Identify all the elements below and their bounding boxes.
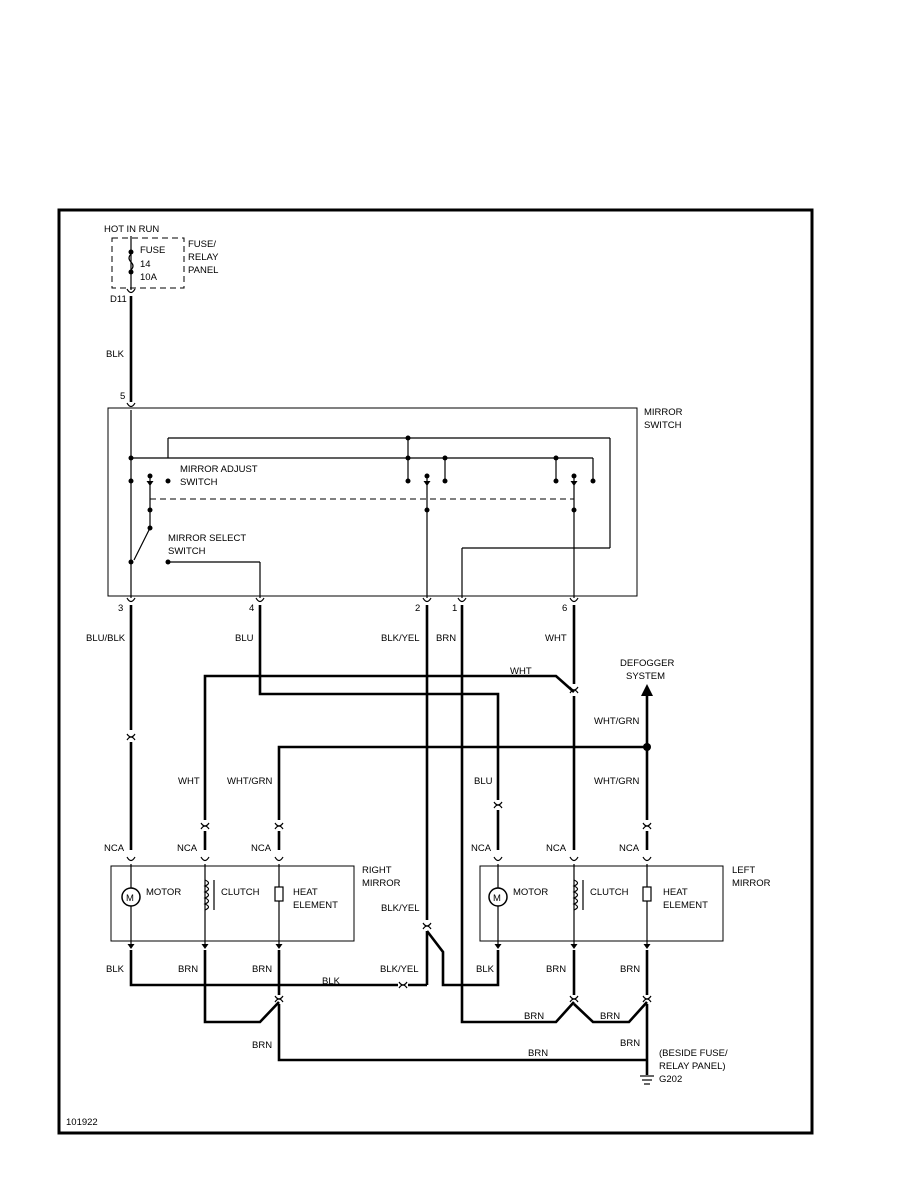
svg-text:BLU: BLU	[235, 633, 254, 644]
svg-text:SWITCH: SWITCH	[180, 477, 218, 488]
svg-text:G202: G202	[659, 1074, 682, 1085]
svg-text:3: 3	[118, 603, 123, 614]
svg-text:LEFT: LEFT	[732, 865, 755, 876]
svg-text:ELEMENT: ELEMENT	[293, 900, 338, 911]
svg-text:RIGHT: RIGHT	[362, 865, 392, 876]
svg-text:BLU/BLK: BLU/BLK	[86, 633, 126, 644]
svg-text:M: M	[126, 893, 134, 904]
svg-text:MIRROR: MIRROR	[362, 878, 401, 889]
left-heat-element-icon	[642, 886, 652, 902]
svg-text:RELAY: RELAY	[188, 252, 219, 263]
svg-text:WHT: WHT	[510, 666, 532, 677]
svg-text:SYSTEM: SYSTEM	[626, 671, 665, 682]
svg-text:MIRROR: MIRROR	[644, 407, 683, 418]
svg-text:1: 1	[452, 603, 457, 614]
right-clutch-coil-icon	[203, 879, 210, 911]
svg-text:CLUTCH: CLUTCH	[590, 887, 629, 898]
left-motor-icon	[488, 887, 508, 907]
svg-text:CLUTCH: CLUTCH	[221, 887, 260, 898]
svg-text:14: 14	[140, 259, 151, 270]
svg-text:BLK/YEL: BLK/YEL	[380, 964, 419, 975]
svg-text:MOTOR: MOTOR	[513, 887, 548, 898]
svg-text:DEFOGGER: DEFOGGER	[620, 658, 675, 669]
svg-text:MIRROR SELECT: MIRROR SELECT	[168, 533, 246, 544]
svg-text:(BESIDE FUSE/: (BESIDE FUSE/	[659, 1048, 728, 1059]
left-clutch-coil-icon	[572, 879, 579, 911]
svg-text:2: 2	[415, 603, 420, 614]
right-heat-element-icon	[274, 886, 284, 902]
svg-text:NCA: NCA	[177, 843, 198, 854]
svg-text:WHT/GRN: WHT/GRN	[594, 776, 640, 787]
svg-text:BRN: BRN	[524, 1011, 544, 1022]
wire-harness	[126, 605, 653, 1024]
svg-text:BRN: BRN	[252, 964, 272, 975]
svg-text:NCA: NCA	[104, 843, 125, 854]
svg-text:D11: D11	[110, 294, 127, 305]
svg-text:M: M	[493, 893, 501, 904]
svg-text:BRN: BRN	[620, 1038, 640, 1049]
svg-text:BLK: BLK	[476, 964, 495, 975]
svg-text:BLK/YEL: BLK/YEL	[381, 903, 420, 914]
svg-text:RELAY PANEL): RELAY PANEL)	[659, 1061, 726, 1072]
svg-text:NCA: NCA	[546, 843, 567, 854]
svg-text:5: 5	[120, 391, 125, 402]
svg-text:6: 6	[562, 603, 567, 614]
svg-text:MOTOR: MOTOR	[146, 887, 181, 898]
svg-text:MIRROR: MIRROR	[732, 878, 771, 889]
svg-text:BRN: BRN	[178, 964, 198, 975]
left-mirror: LEFT MIRROR M MOTOR CLUTCH HEAT ELEMENT	[479, 856, 771, 949]
svg-text:HEAT: HEAT	[293, 887, 318, 898]
svg-text:WHT: WHT	[178, 776, 200, 787]
fuse-relay-panel: HOT IN RUN FUSE 14 10A FUSE/ RELAY PANEL	[104, 224, 219, 290]
svg-text:BRN: BRN	[436, 633, 456, 644]
svg-text:PANEL: PANEL	[188, 265, 218, 276]
svg-text:BLK: BLK	[106, 964, 125, 975]
svg-text:BRN: BRN	[600, 1011, 620, 1022]
svg-text:ELEMENT: ELEMENT	[663, 900, 708, 911]
svg-text:BRN: BRN	[252, 1040, 272, 1051]
right-mirror: RIGHT MIRROR M MOTOR CLUTCH HEAT ELEMENT	[110, 856, 401, 949]
svg-text:NCA: NCA	[619, 843, 640, 854]
svg-text:BLU: BLU	[474, 776, 493, 787]
svg-text:BLK: BLK	[106, 349, 125, 360]
svg-text:WHT/GRN: WHT/GRN	[594, 716, 640, 727]
svg-text:SWITCH: SWITCH	[168, 546, 206, 557]
svg-text:BLK/YEL: BLK/YEL	[381, 633, 420, 644]
ground-wires	[129, 950, 654, 1085]
diagram-frame	[57, 208, 814, 1135]
right-motor-icon	[121, 887, 141, 907]
svg-text:SWITCH: SWITCH	[644, 420, 682, 431]
svg-text:MIRROR ADJUST: MIRROR ADJUST	[180, 464, 258, 475]
svg-text:FUSE: FUSE	[140, 245, 165, 256]
figure-id: 101922	[66, 1117, 98, 1128]
svg-text:BRN: BRN	[528, 1048, 548, 1059]
svg-text:NCA: NCA	[251, 843, 272, 854]
svg-text:BRN: BRN	[546, 964, 566, 975]
svg-text:BRN: BRN	[620, 964, 640, 975]
hot-in-run-label: HOT IN RUN	[104, 224, 159, 235]
svg-text:10A: 10A	[140, 272, 158, 283]
svg-text:HEAT: HEAT	[663, 887, 688, 898]
ground-symbol-icon	[640, 1075, 654, 1085]
svg-text:BLK: BLK	[322, 976, 341, 987]
svg-text:4: 4	[249, 603, 254, 614]
svg-text:WHT/GRN: WHT/GRN	[227, 776, 273, 787]
svg-text:NCA: NCA	[471, 843, 492, 854]
svg-text:FUSE/: FUSE/	[188, 239, 216, 250]
mirror-switch: MIRROR SWITCH MIRROR ADJUST SWITCH MIRRO…	[107, 407, 683, 598]
svg-text:WHT: WHT	[545, 633, 567, 644]
